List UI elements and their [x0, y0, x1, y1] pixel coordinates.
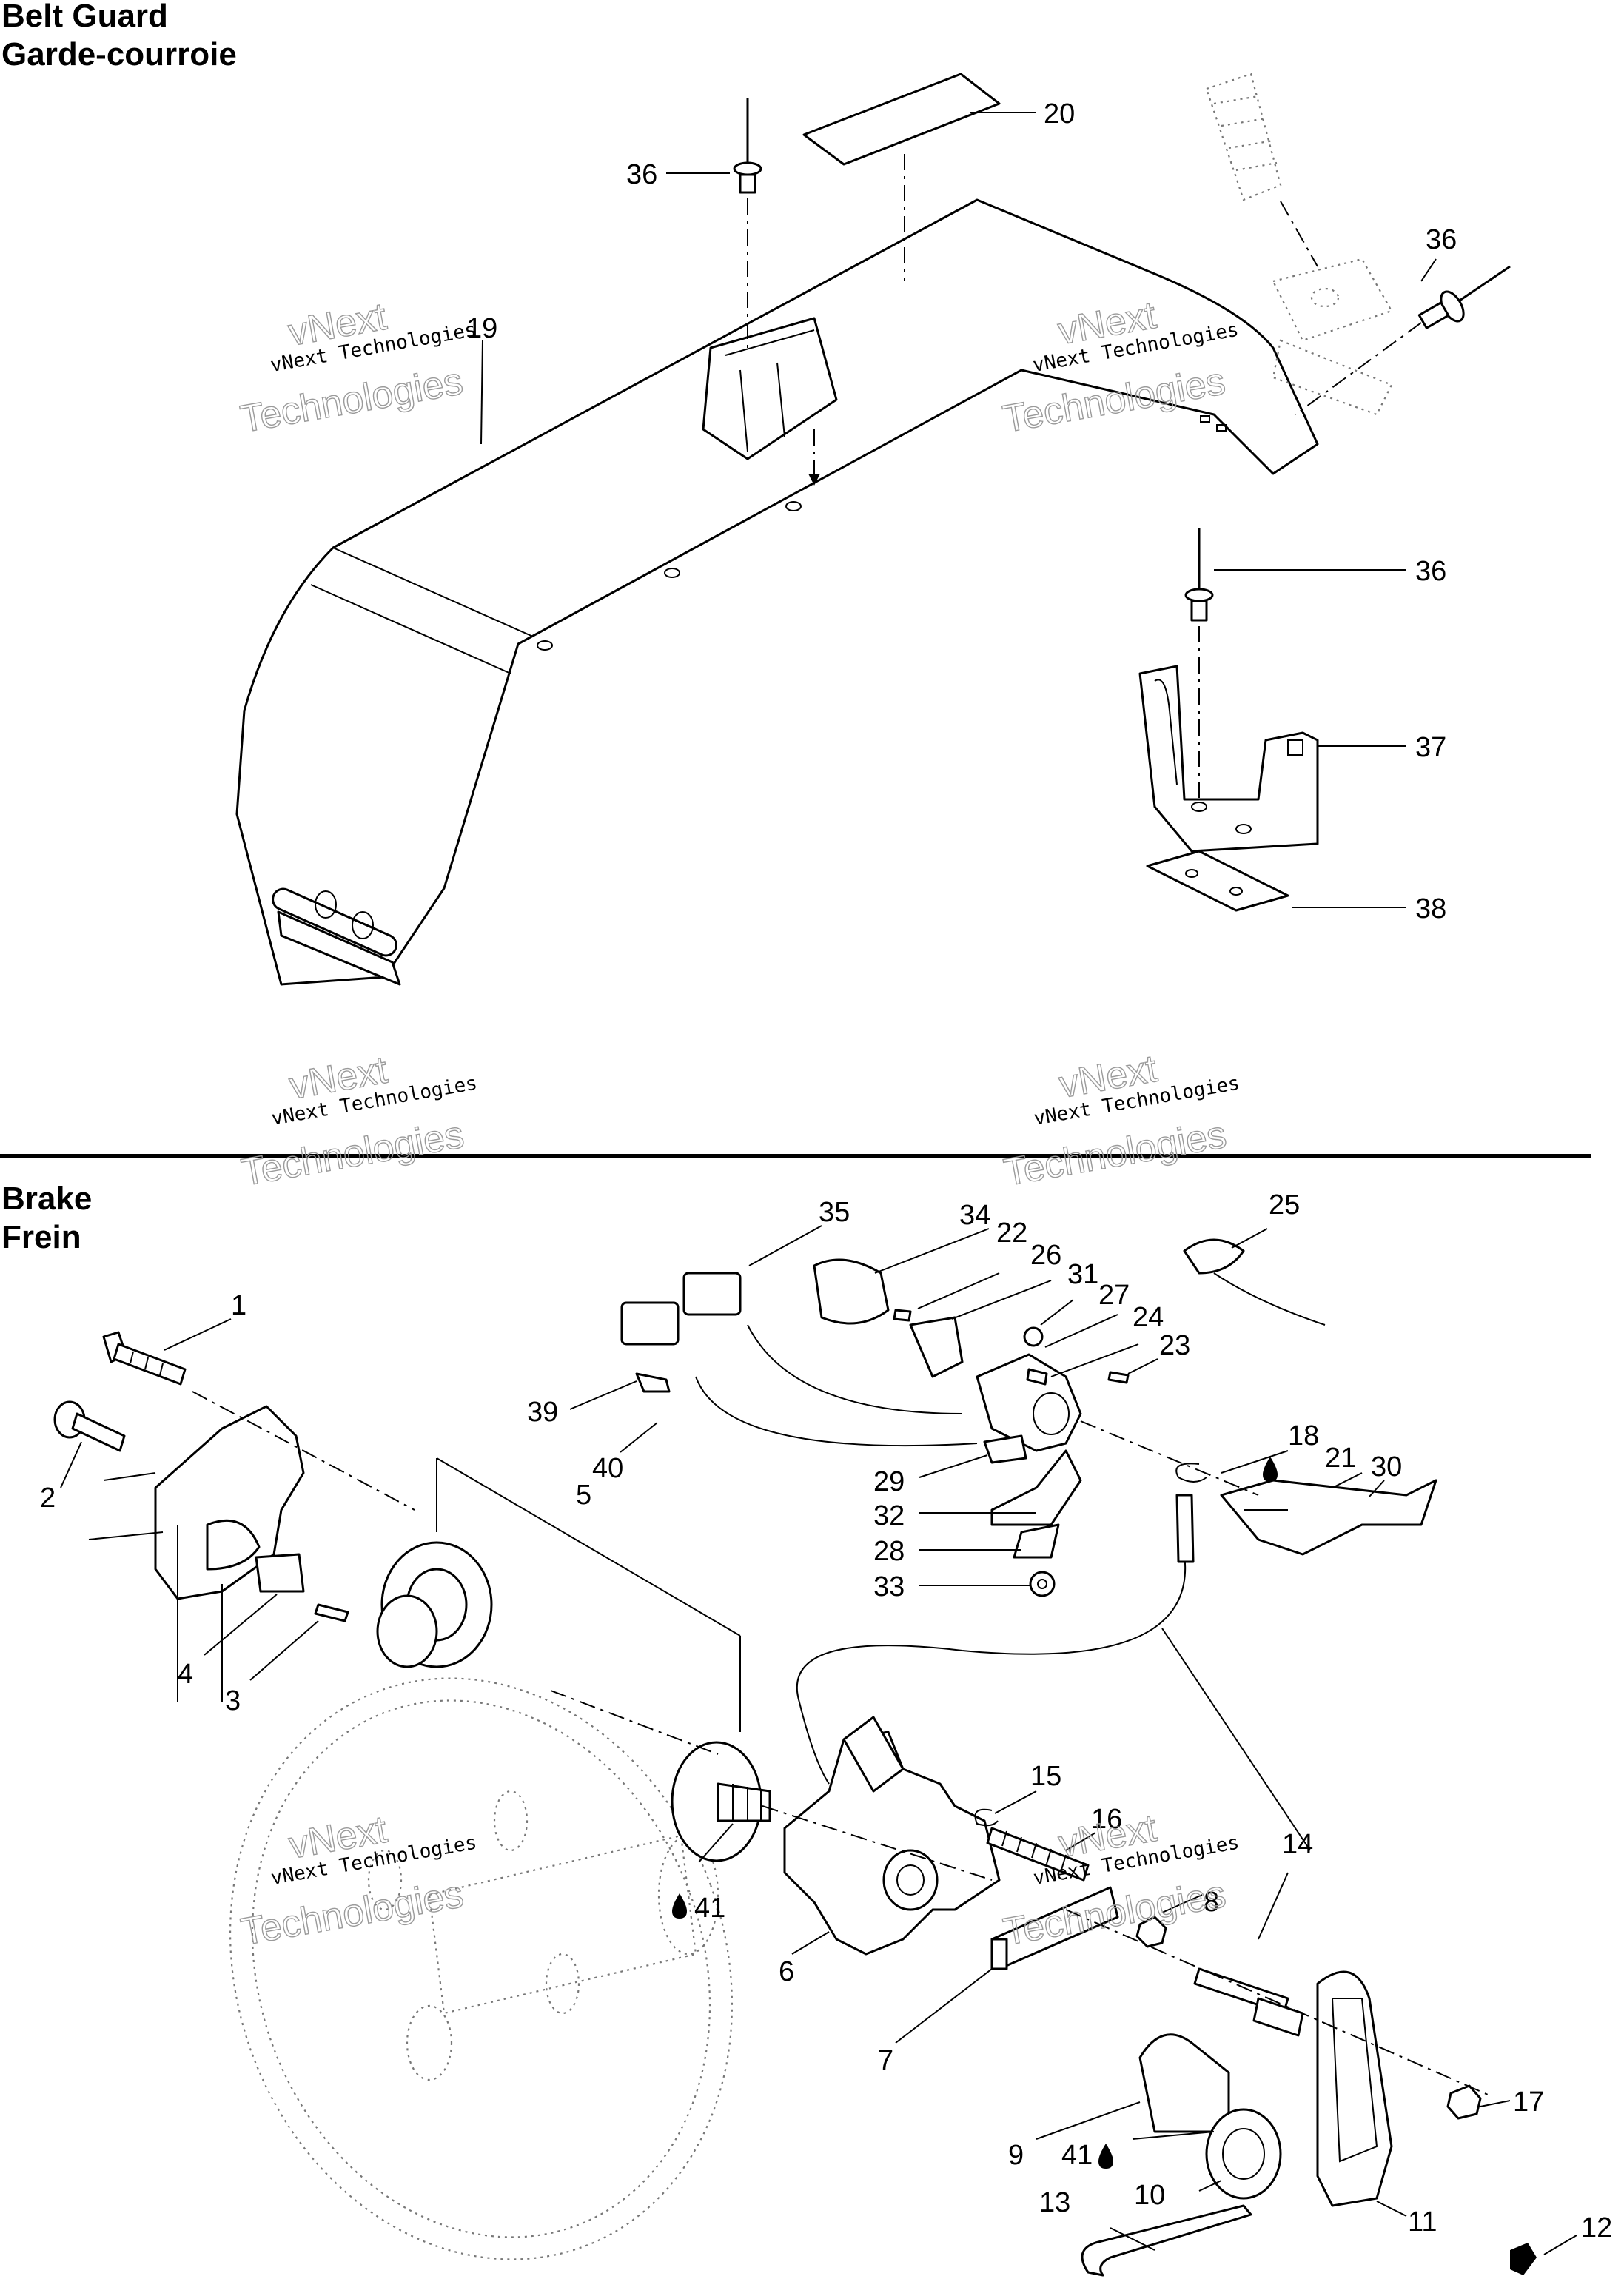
- callout-37: 37: [1415, 732, 1446, 763]
- caliper-mount: [154, 1405, 305, 1600]
- callout-11: 11: [1408, 2206, 1437, 2238]
- callout-33: 33: [873, 1571, 905, 1602]
- callout-20: 20: [1044, 98, 1075, 130]
- callout-6: 6: [779, 1956, 794, 1987]
- callout-30: 30: [1371, 1451, 1402, 1483]
- callout-17: 17: [1513, 2087, 1544, 2118]
- callout-3: 3: [225, 1685, 241, 1716]
- brake-drawing: [53, 1238, 1537, 2277]
- callout-18: 18: [1288, 1420, 1319, 1451]
- callout-38: 38: [1415, 893, 1446, 924]
- callout-27: 27: [1098, 1280, 1130, 1311]
- cover-11: [1316, 1970, 1393, 2207]
- callout-14: 14: [1282, 1829, 1313, 1860]
- watermark-group: vNext vNext Technologies Technologies: [1000, 1047, 1241, 1195]
- callout-41-right: 41: [1061, 2140, 1093, 2171]
- callout-8: 8: [1204, 1887, 1219, 1918]
- belt-guard-title-fr: Garde-courroie: [1, 36, 237, 73]
- callout-2: 2: [40, 1483, 56, 1514]
- watermark-group: vNext vNext Technologies Technologies: [238, 1048, 479, 1195]
- callout-28: 28: [873, 1536, 905, 1567]
- callout-35: 35: [819, 1197, 850, 1228]
- decal-20: [802, 73, 1001, 166]
- callout-36-top: 36: [626, 159, 657, 190]
- brake-leaders: [60, 1225, 1577, 2255]
- watermark-group: vNext vNext Technologies Technologies: [237, 295, 478, 442]
- callout-21: 21: [1325, 1443, 1356, 1474]
- brake-title-fr: Frein: [1, 1219, 81, 1255]
- belt-guard-drawing: [235, 73, 1511, 986]
- spark-plug-hatched: [1205, 73, 1393, 416]
- callout-32: 32: [873, 1500, 905, 1531]
- oil-drop-icon: [1098, 2144, 1113, 2169]
- callout-39: 39: [527, 1397, 558, 1428]
- brake-title-en: Brake: [1, 1181, 93, 1217]
- callout-10: 10: [1134, 2180, 1165, 2211]
- callout-12: 12: [1581, 2212, 1612, 2243]
- callout-36-middle: 36: [1415, 556, 1446, 587]
- plate-38: [1146, 850, 1289, 912]
- callout-25: 25: [1269, 1189, 1300, 1221]
- callout-7: 7: [878, 2045, 893, 2076]
- callout-23: 23: [1159, 1330, 1190, 1361]
- callout-24: 24: [1133, 1302, 1164, 1333]
- watermark-group: vNext vNext Technologies Technologies: [238, 1807, 479, 1955]
- callout-16: 16: [1091, 1804, 1122, 1835]
- callout-5: 5: [576, 1480, 591, 1511]
- callout-15: 15: [1030, 1761, 1061, 1792]
- callout-13: 13: [1039, 2187, 1070, 2218]
- callout-40: 40: [592, 1453, 623, 1484]
- callout-26: 26: [1030, 1240, 1061, 1271]
- callout-41-left: 41: [694, 1893, 725, 1924]
- oil-drop-icon: [672, 1893, 687, 1919]
- callout-31: 31: [1067, 1259, 1098, 1290]
- callout-22: 22: [996, 1218, 1027, 1249]
- belt-guard-title-en: Belt Guard: [1, 0, 168, 34]
- callout-29: 29: [873, 1466, 905, 1497]
- callout-36-right: 36: [1426, 224, 1457, 255]
- callout-34: 34: [959, 1200, 990, 1231]
- oil-drop-icon: [1263, 1457, 1278, 1482]
- callout-1: 1: [231, 1290, 246, 1321]
- bracket-37: [1138, 665, 1319, 853]
- callout-19: 19: [466, 313, 497, 344]
- callout-4: 4: [178, 1659, 193, 1690]
- belt-guard-leaders: [480, 112, 1437, 908]
- watermark-group: vNext vNext Technologies Technologies: [1000, 1806, 1241, 1954]
- callout-9: 9: [1008, 2140, 1024, 2171]
